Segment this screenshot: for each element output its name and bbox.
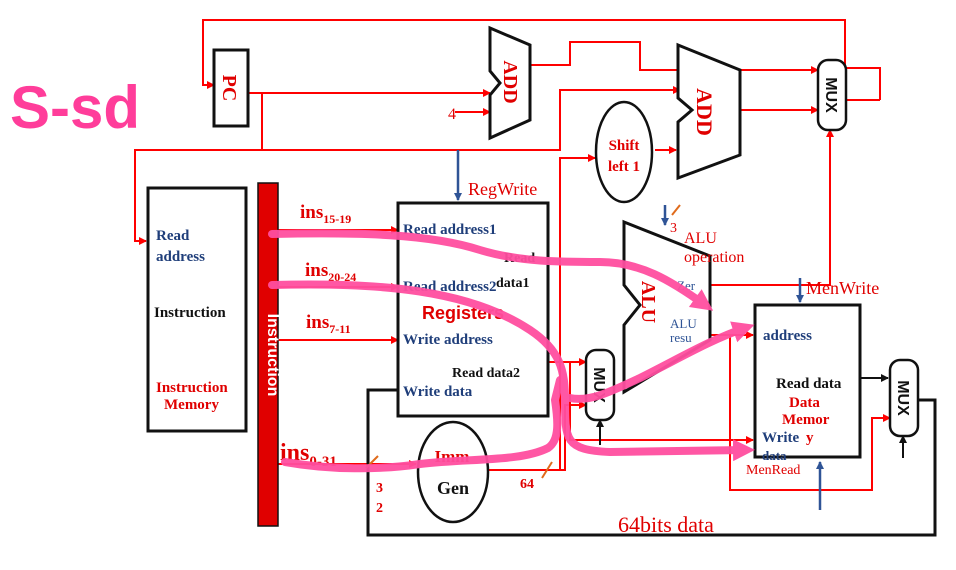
dm-name-3: y — [806, 430, 814, 446]
alu-label: ALU — [637, 281, 659, 323]
writeback-mux-label: MUX — [894, 380, 911, 416]
data-memory — [753, 303, 862, 459]
im-name-2: Memory — [164, 397, 219, 413]
highlight-paths — [268, 229, 755, 473]
branch-adder-label: ADD — [692, 88, 717, 136]
dm-write-data-1: Write — [762, 430, 800, 446]
alu-operation-2: operation — [684, 249, 744, 266]
alu-operation-1: ALU — [684, 230, 717, 247]
alu-result-1: ALU — [670, 316, 697, 331]
pc-label: PC — [218, 75, 240, 102]
dm-write-data-2: data — [762, 448, 787, 463]
pc-adder-label: ADD — [499, 60, 521, 103]
dm-address: address — [763, 328, 812, 344]
width-32-a: 3 — [376, 481, 383, 496]
reg-write-label: RegWrite — [468, 179, 537, 199]
alu-result-2: resu — [670, 330, 692, 345]
branch-adder — [676, 42, 742, 181]
svg-text:ins7-11: ins7-11 — [306, 312, 351, 336]
field-ins-15-19: ins15-19 — [300, 202, 351, 226]
shift-left-unit — [594, 100, 654, 204]
instruction-bus-label: Instruction — [264, 314, 281, 397]
im-read-address-1: Read — [156, 228, 190, 244]
im-instruction-port: Instruction — [154, 305, 226, 321]
writeback-mux — [888, 358, 920, 438]
mem-write-label: MenWrite — [806, 278, 879, 298]
alu-op-bits: 3 — [670, 221, 677, 236]
writeback-bus — [366, 388, 937, 537]
pc-adder — [488, 25, 532, 141]
dm-read-data: Read data — [776, 376, 842, 392]
highlight-rs2 — [268, 280, 755, 462]
alu-mux — [584, 348, 616, 422]
shift-left-label-2: left 1 — [608, 159, 640, 175]
imm-gen — [416, 420, 490, 524]
dm-name-1: Data — [789, 395, 820, 411]
width-32-b: 2 — [376, 501, 383, 516]
pc-mux — [816, 58, 848, 132]
highlight-rs1 — [268, 229, 714, 311]
instruction-memory — [146, 186, 248, 433]
highlight-alu — [566, 321, 755, 403]
field-ins-7-11: ins7-11 — [306, 312, 351, 336]
control-wires — [454, 150, 824, 510]
reg-read-data2: Read data2 — [452, 366, 520, 381]
reg-read-data1-2: data1 — [496, 276, 529, 291]
mem-read-label: MenRead — [746, 463, 800, 478]
black-wires — [596, 374, 907, 458]
shift-left-label-1: Shift — [609, 138, 640, 154]
pc-mux-label: MUX — [822, 77, 839, 113]
imm-gen-bottom: Gen — [437, 478, 469, 498]
bus-64bits-label: 64bits data — [618, 512, 714, 537]
const-four: 4 — [448, 106, 456, 123]
reg-read-address1: Read address1 — [403, 222, 497, 238]
instruction-bus — [257, 182, 279, 527]
reg-write-address: Write address — [403, 332, 493, 348]
dm-name-2: Memor — [782, 412, 830, 428]
slide-title: S-sd — [10, 74, 140, 141]
width-64: 64 — [520, 477, 534, 492]
im-name-1: Instruction — [156, 380, 228, 396]
svg-text:ins15-19: ins15-19 — [300, 202, 351, 226]
im-read-address-2: address — [156, 249, 205, 265]
svg-text:ins20-24: ins20-24 — [305, 260, 356, 284]
pc-register — [212, 48, 250, 128]
highlight-imm — [281, 376, 564, 473]
reg-write-data: Write data — [403, 384, 473, 400]
field-ins-20-24: ins20-24 — [305, 260, 356, 284]
